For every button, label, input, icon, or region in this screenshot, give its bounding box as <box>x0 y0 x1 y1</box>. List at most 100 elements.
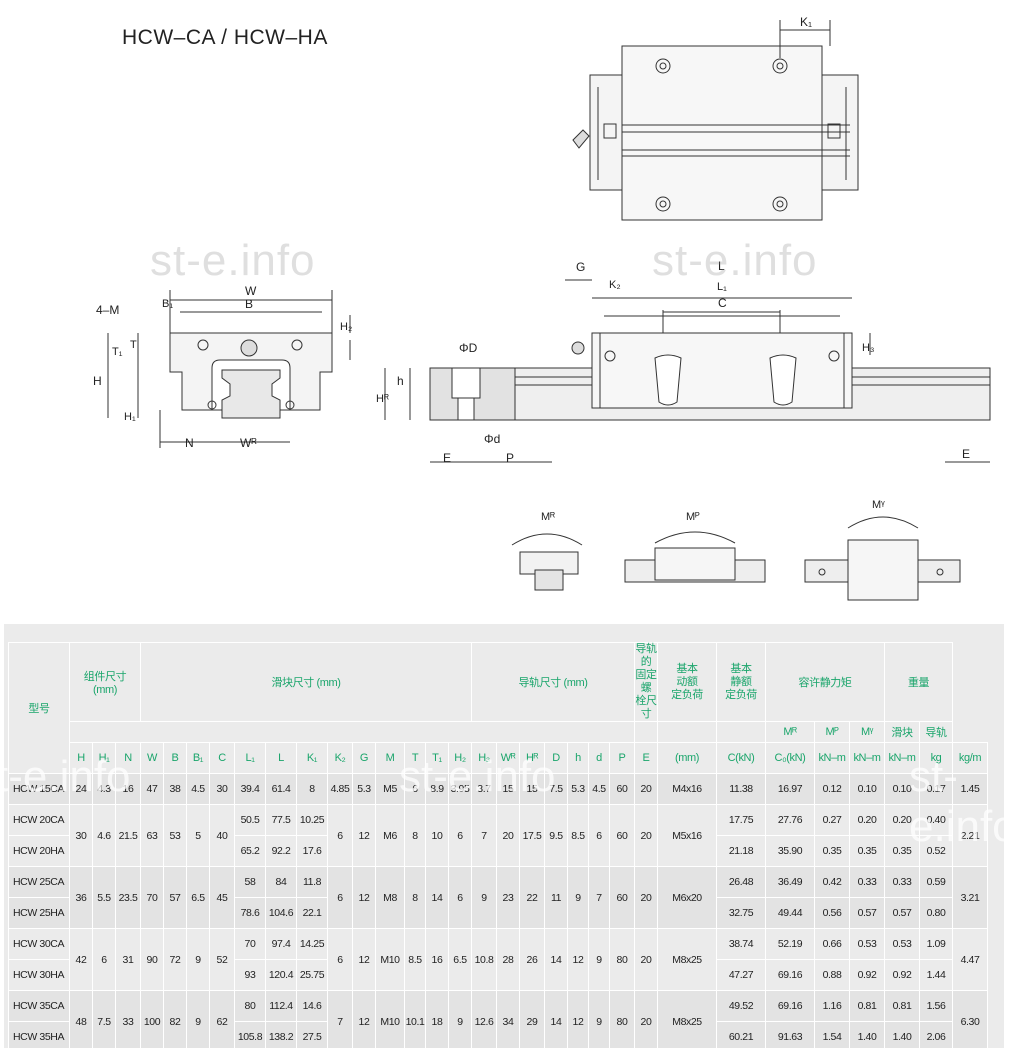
table-cell: 31 <box>115 928 141 991</box>
table-cell: 9 <box>588 928 610 991</box>
table-cell: 8 <box>404 804 426 867</box>
table-cell: 0.33 <box>849 866 885 898</box>
table-cell: 4.5 <box>588 773 610 805</box>
table-cell: 0.10 <box>849 773 885 805</box>
table-cell: 29 <box>519 990 545 1048</box>
column-header: W <box>140 742 164 774</box>
header-static-load: 基本 静额 定负荷 <box>716 642 766 722</box>
dim-b1: B₁ <box>162 298 173 310</box>
table-cell: 0.20 <box>884 804 920 836</box>
table-cell: 90 <box>140 928 164 991</box>
table-cell: 60 <box>609 804 635 867</box>
moment-my: Mᵞ <box>872 499 885 511</box>
dim-h-small: h <box>397 374 404 388</box>
table-cell: 20 <box>634 866 658 929</box>
table-cell: 9 <box>186 928 210 991</box>
table-cell: 60.21 <box>716 1021 766 1048</box>
table-cell: 50.5 <box>234 804 266 836</box>
table-cell: 49.44 <box>765 897 815 929</box>
table-cell: 72 <box>163 928 187 991</box>
table-cell: 17.6 <box>296 835 328 867</box>
column-header: H₂ <box>448 742 472 774</box>
dim-t: T <box>130 339 137 351</box>
header-weight: 重量 <box>884 642 953 722</box>
table-cell: 6 <box>588 804 610 867</box>
table-cell: 120.4 <box>265 959 297 991</box>
table-cell: M10 <box>375 990 405 1048</box>
table-cell: M5x16 <box>657 804 717 867</box>
table-cell: 9.5 <box>544 804 568 867</box>
column-header: h <box>567 742 589 774</box>
dim-hr: Hᴿ <box>376 393 389 405</box>
table-cell: 8.5 <box>567 804 589 867</box>
table-cell: 15 <box>496 773 520 805</box>
table-cell: 16 <box>115 773 141 805</box>
header-bolt: 导轨的 固定螺 栓尺寸 <box>634 642 658 722</box>
header-dynamic-load: 基本 动额 定负荷 <box>657 642 717 722</box>
table-cell: 0.57 <box>884 897 920 929</box>
table-cell: 63 <box>140 804 164 867</box>
table-cell: 18 <box>425 990 449 1048</box>
table-cell: 5.3 <box>567 773 589 805</box>
table-cell: 8.5 <box>404 928 426 991</box>
table-cell: HCW 35CA <box>8 990 70 1022</box>
header-my: Mᵞ <box>849 721 885 743</box>
dim-m: 4–M <box>96 303 119 317</box>
table-cell: 0.17 <box>919 773 953 805</box>
table-cell: 0.40 <box>919 804 953 836</box>
table-cell: 0.80 <box>919 897 953 929</box>
table-cell: 1.40 <box>884 1021 920 1048</box>
table-cell: 40 <box>209 804 235 867</box>
table-cell: 28 <box>496 928 520 991</box>
table-cell: 0.56 <box>814 897 850 929</box>
table-cell: 78.6 <box>234 897 266 929</box>
table-cell: 22.1 <box>296 897 328 929</box>
dim-h: H <box>93 374 102 388</box>
table-cell: 0.88 <box>814 959 850 991</box>
table-cell: 14 <box>425 866 449 929</box>
table-cell: HCW 30CA <box>8 928 70 960</box>
dim-e-left: E <box>443 451 451 465</box>
table-cell: 9 <box>448 990 472 1048</box>
table-cell: 10.1 <box>404 990 426 1048</box>
table-cell: 1.16 <box>814 990 850 1022</box>
column-header: kN–m <box>884 742 920 774</box>
table-cell: 69.16 <box>765 959 815 991</box>
table-cell: 6 <box>327 928 353 991</box>
table-cell: 9 <box>471 866 497 929</box>
dim-h2: H₂ <box>340 321 352 333</box>
column-header: Hᴿ <box>519 742 545 774</box>
table-cell: 2.21 <box>952 804 988 867</box>
table-cell: 0.20 <box>849 804 885 836</box>
table-cell: 104.6 <box>265 897 297 929</box>
table-cell: 36.49 <box>765 866 815 898</box>
table-cell: 47 <box>140 773 164 805</box>
table-cell: 52.19 <box>765 928 815 960</box>
table-cell: 5 <box>186 804 210 867</box>
table-cell: 20 <box>634 928 658 991</box>
table-cell: 15 <box>519 773 545 805</box>
table-cell: 42 <box>69 928 93 991</box>
table-cell: HCW 15CA <box>8 773 70 805</box>
dim-h3: H₃ <box>862 342 874 354</box>
table-cell: 0.92 <box>884 959 920 991</box>
table-cell: 2.06 <box>919 1021 953 1048</box>
table-cell: 38 <box>163 773 187 805</box>
dim-l1: L₁ <box>717 281 727 293</box>
column-header: (mm) <box>657 742 717 774</box>
dim-k2: K₂ <box>609 279 621 291</box>
dim-l: L <box>718 259 725 273</box>
dim-h1: H₁ <box>124 411 136 423</box>
table-cell: 57 <box>163 866 187 929</box>
table-cell: 112.4 <box>265 990 297 1022</box>
table-cell: 14.6 <box>296 990 328 1022</box>
table-cell: 6 <box>448 804 472 867</box>
table-cell: 7 <box>327 990 353 1048</box>
table-cell: 8.9 <box>425 773 449 805</box>
header-moment: 容许静力矩 <box>765 642 885 722</box>
table-cell: M5 <box>375 773 405 805</box>
table-cell: 0.92 <box>849 959 885 991</box>
